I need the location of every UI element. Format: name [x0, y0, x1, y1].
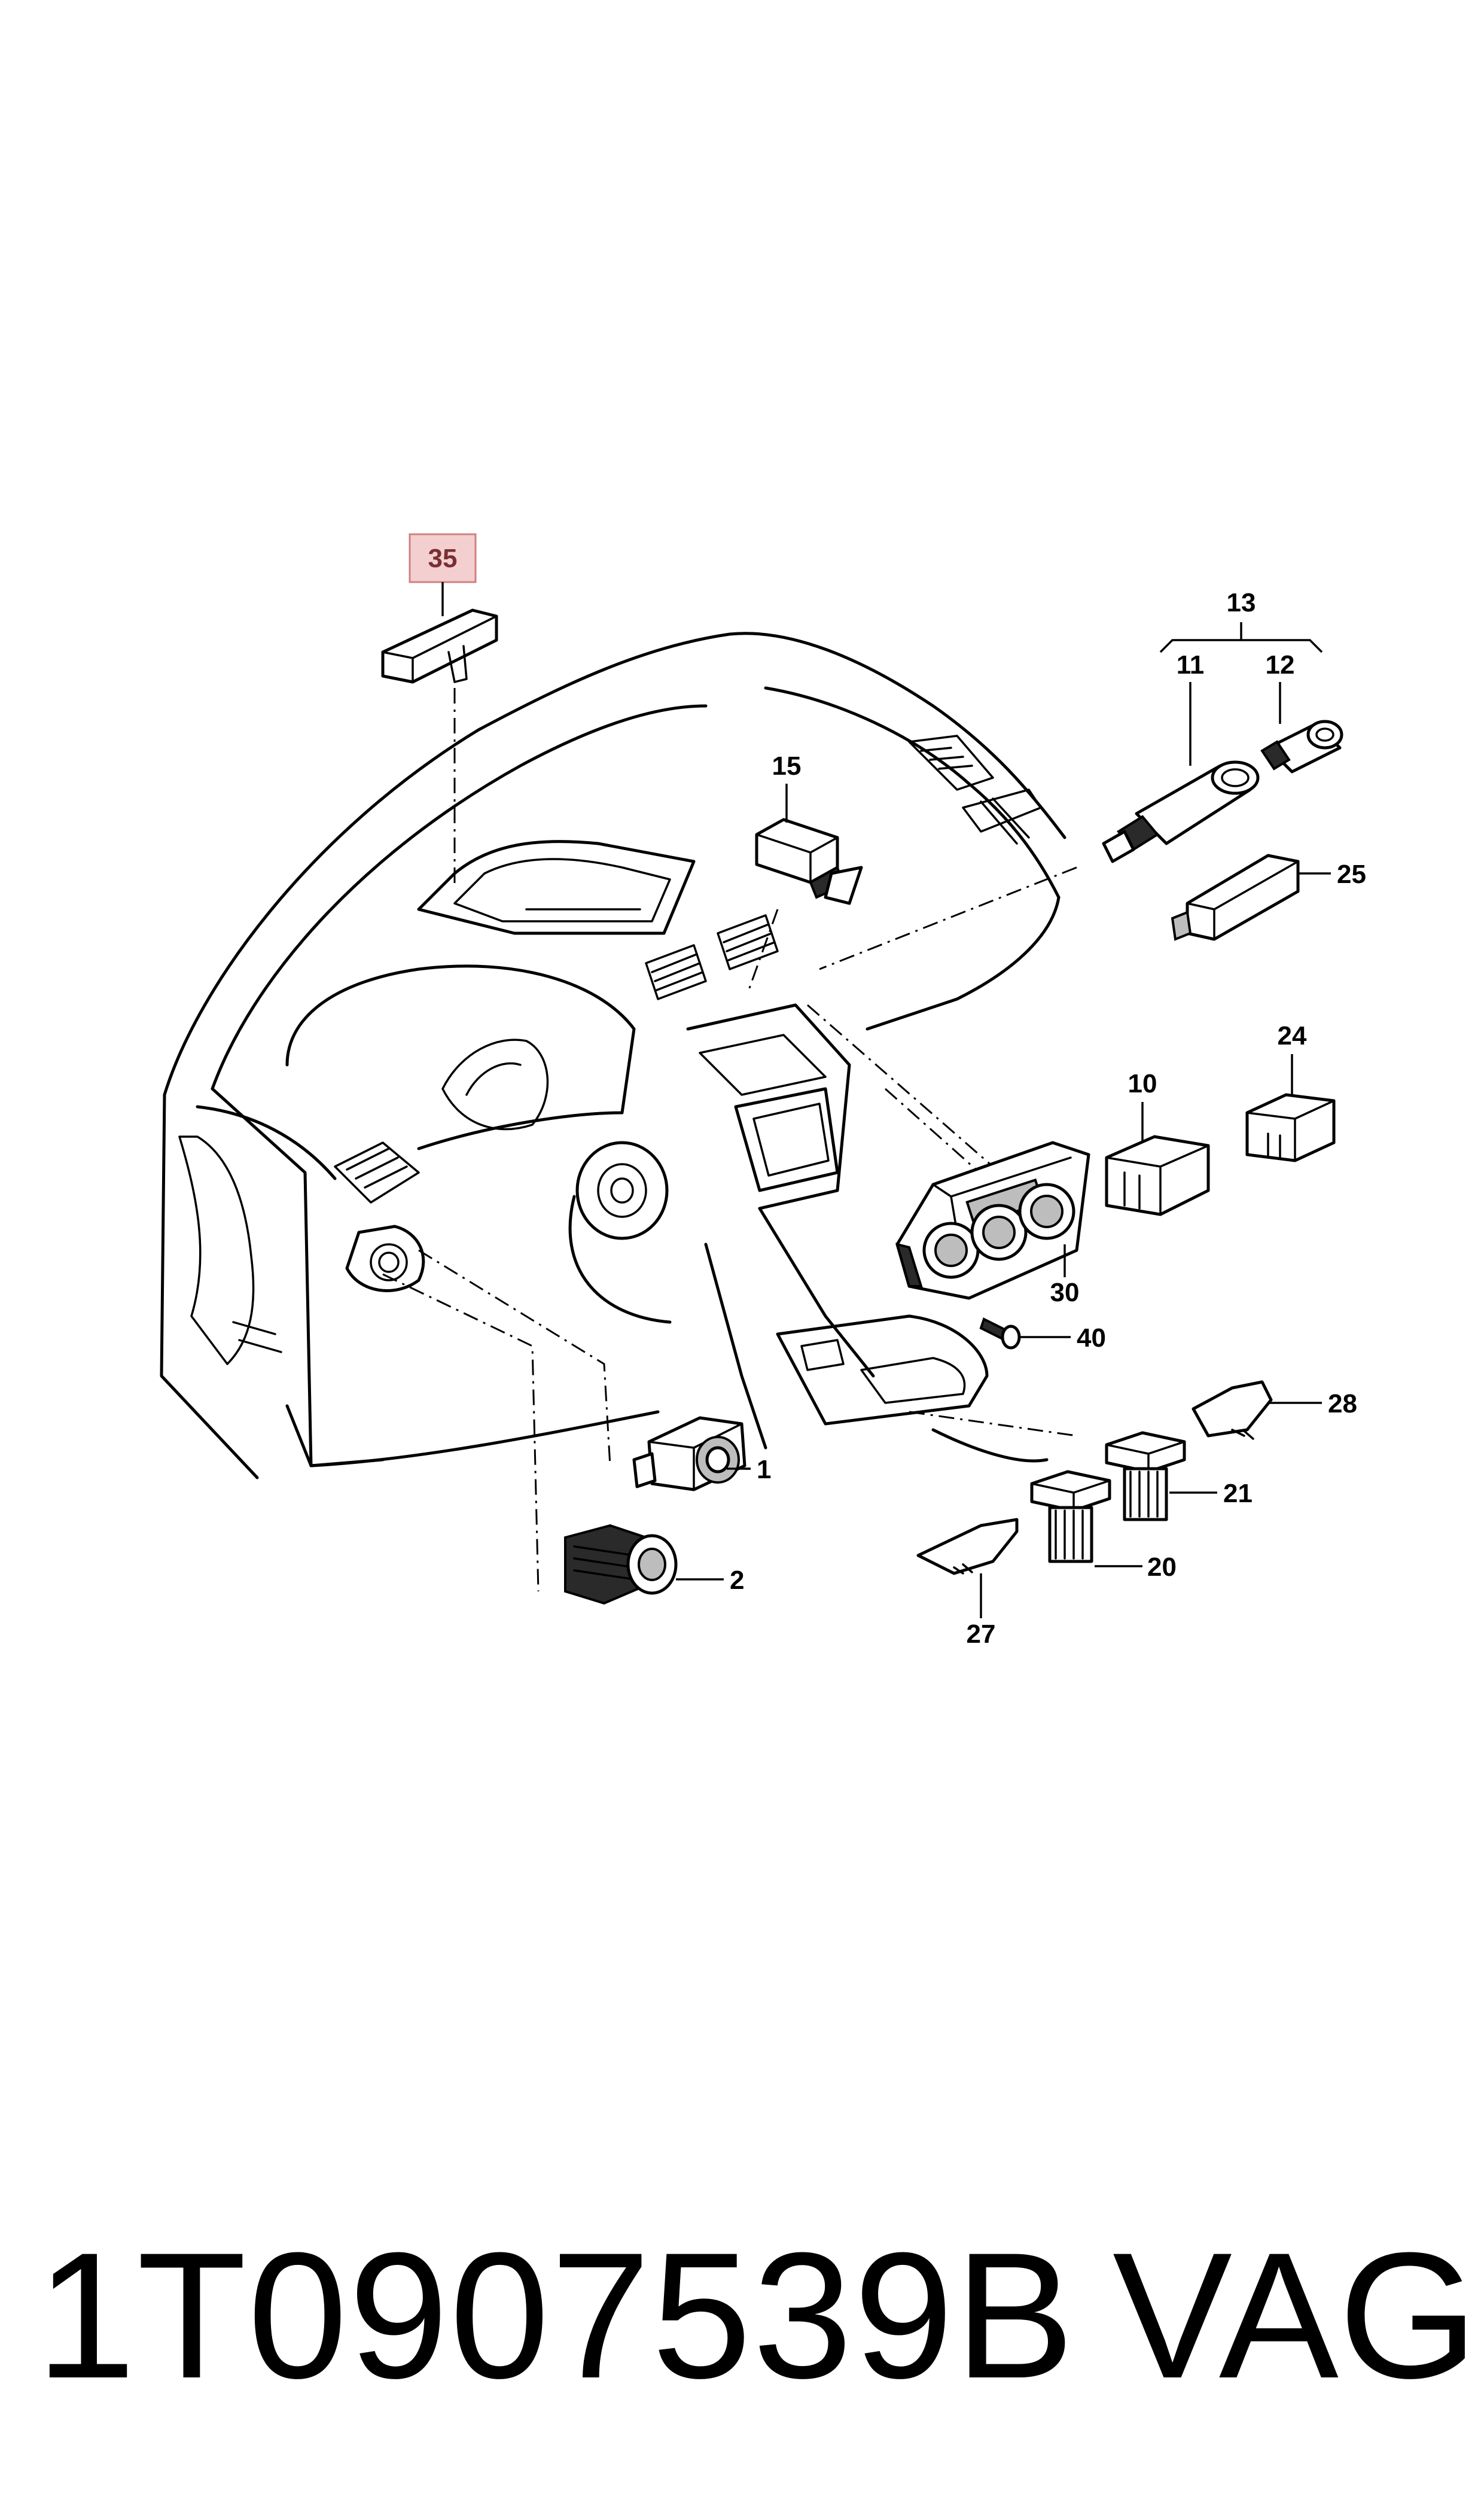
callout-1-label[interactable]: 1 [757, 1455, 771, 1484]
callout-35[interactable]: 35 [409, 533, 477, 616]
part-40-screw [979, 1317, 1021, 1350]
part-10-switch-block [1105, 1135, 1210, 1216]
callout-27-label[interactable]: 27 [967, 1619, 996, 1649]
part-15-relay [755, 818, 863, 905]
brand-text: VAG [1113, 2215, 1479, 2416]
callout-24-label[interactable]: 24 [1278, 1021, 1307, 1051]
callout-12-label[interactable]: 12 [1266, 650, 1295, 680]
callout-2-label[interactable]: 2 [730, 1566, 744, 1595]
part-28-cap [1192, 1380, 1273, 1440]
part-number-text: 1T0907539B [36, 2215, 1076, 2416]
callout-25-label[interactable]: 25 [1337, 860, 1366, 889]
part-1-light-switch [632, 1416, 746, 1491]
part-21-blank [1105, 1431, 1186, 1521]
callout-15-label[interactable]: 15 [772, 751, 802, 781]
callout-35-highlight [409, 533, 477, 583]
part-11-cigarette-lighter-socket [1102, 760, 1260, 863]
part-25-switch [1171, 854, 1300, 941]
callout-35-label: 35 [428, 544, 458, 573]
part-35-cover [381, 608, 498, 684]
callout-11-label[interactable]: 11 [1177, 650, 1205, 680]
callout-30-label[interactable]: 30 [1050, 1278, 1080, 1307]
dashboard-outline [160, 632, 1066, 1479]
part-24-button [1245, 1093, 1336, 1162]
callout-20-label[interactable]: 20 [1147, 1552, 1177, 1582]
callout-40-label[interactable]: 40 [1077, 1323, 1106, 1353]
part-30-climate-control-panel [895, 1141, 1090, 1300]
part-27-cover [916, 1518, 1019, 1575]
callout-10-label[interactable]: 10 [1128, 1069, 1157, 1098]
part-12-lighter-insert [1260, 720, 1343, 774]
callout-13-label[interactable]: 13 [1227, 588, 1256, 617]
part-20-blank [1030, 1470, 1111, 1563]
callout-28-label[interactable]: 28 [1328, 1389, 1357, 1418]
callout-21-label[interactable]: 21 [1223, 1479, 1253, 1508]
part-2-headlight-switch [564, 1524, 678, 1605]
bracket-13 [1159, 622, 1323, 653]
dashboard-exploded-diagram: 35 13 11 12 15 25 [160, 533, 1366, 1649]
